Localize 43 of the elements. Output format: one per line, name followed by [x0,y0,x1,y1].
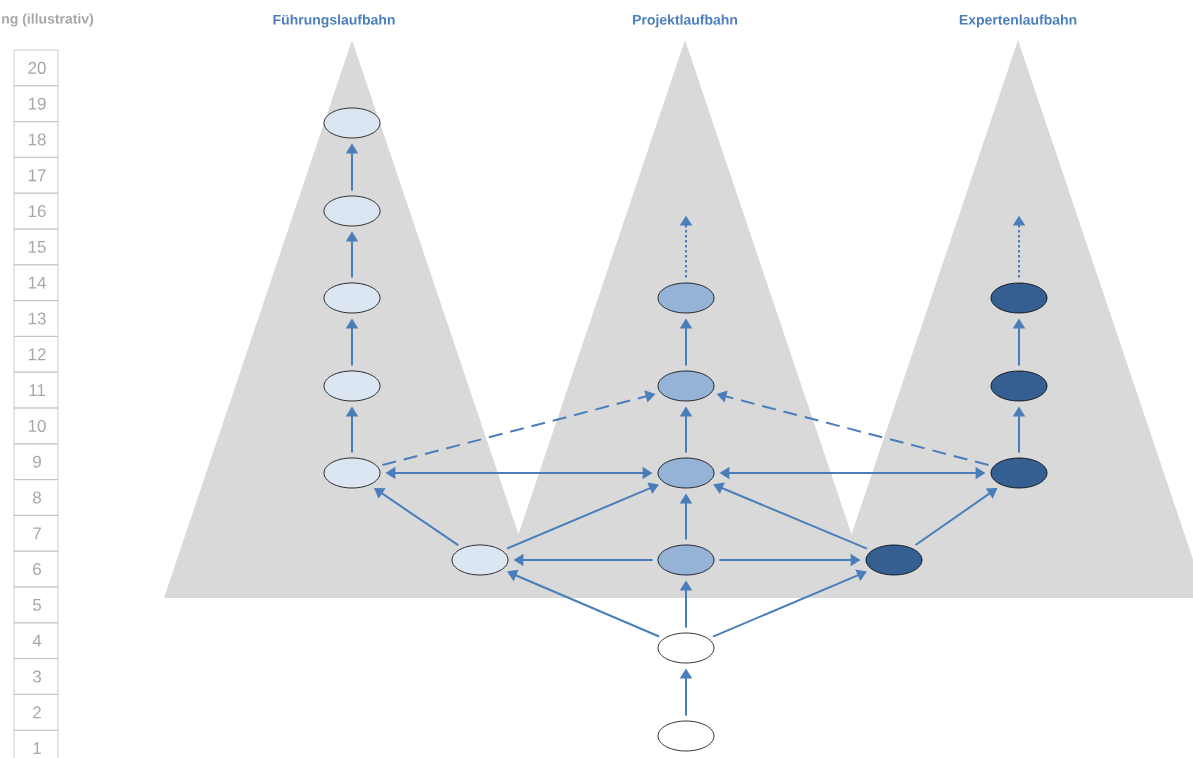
scale-cell: 8 [13,479,59,516]
level-ellipse [657,457,715,489]
level-ellipse [990,457,1048,489]
level-ellipse [657,282,715,314]
arrow [713,482,868,550]
level-ellipse [657,720,715,752]
level-ellipse [657,370,715,402]
scale-cell: 6 [13,550,59,588]
level-ellipse [323,457,381,489]
level-ellipse [990,282,1048,314]
level-ellipse [990,370,1048,402]
level-ellipse [657,544,715,576]
scale-cell: 18 [13,121,59,158]
scale-cell: 7 [13,515,59,552]
level-ellipse [323,282,381,314]
scale-cell: 9 [13,443,59,480]
scale-cell: 1 [13,729,59,758]
scale-cell: 11 [13,371,59,409]
level-ellipse [323,195,381,227]
node-label: Projektlaufbahn [633,14,738,28]
scale-cell: 2 [13,694,59,731]
scale-cell: 14 [13,264,59,301]
arrow [712,569,867,638]
level-ellipse [865,544,923,576]
node-label: Führungslaufbahn [273,14,395,28]
scale-cell: 4 [13,622,59,659]
level-ellipse [323,370,381,402]
scale-cell: 5 [13,586,59,624]
scale-cell: 16 [13,192,59,230]
scale-cell: 10 [13,407,59,445]
scale-cell: 3 [13,658,59,695]
scale-cell: 20 [13,49,59,87]
level-ellipse [323,107,381,139]
level-ellipse [657,632,715,664]
scale-cell: 12 [13,336,59,373]
arrow [506,482,659,550]
scale-cell: 17 [13,157,59,194]
scale-cell: 19 [13,85,59,122]
node-label: Expertenlaufbahn [959,14,1077,28]
scale-heading: ng (illustrativ) [2,13,94,27]
level-ellipse [451,544,509,576]
scale-cell: 15 [13,228,59,266]
scale-cell: 13 [13,300,59,337]
